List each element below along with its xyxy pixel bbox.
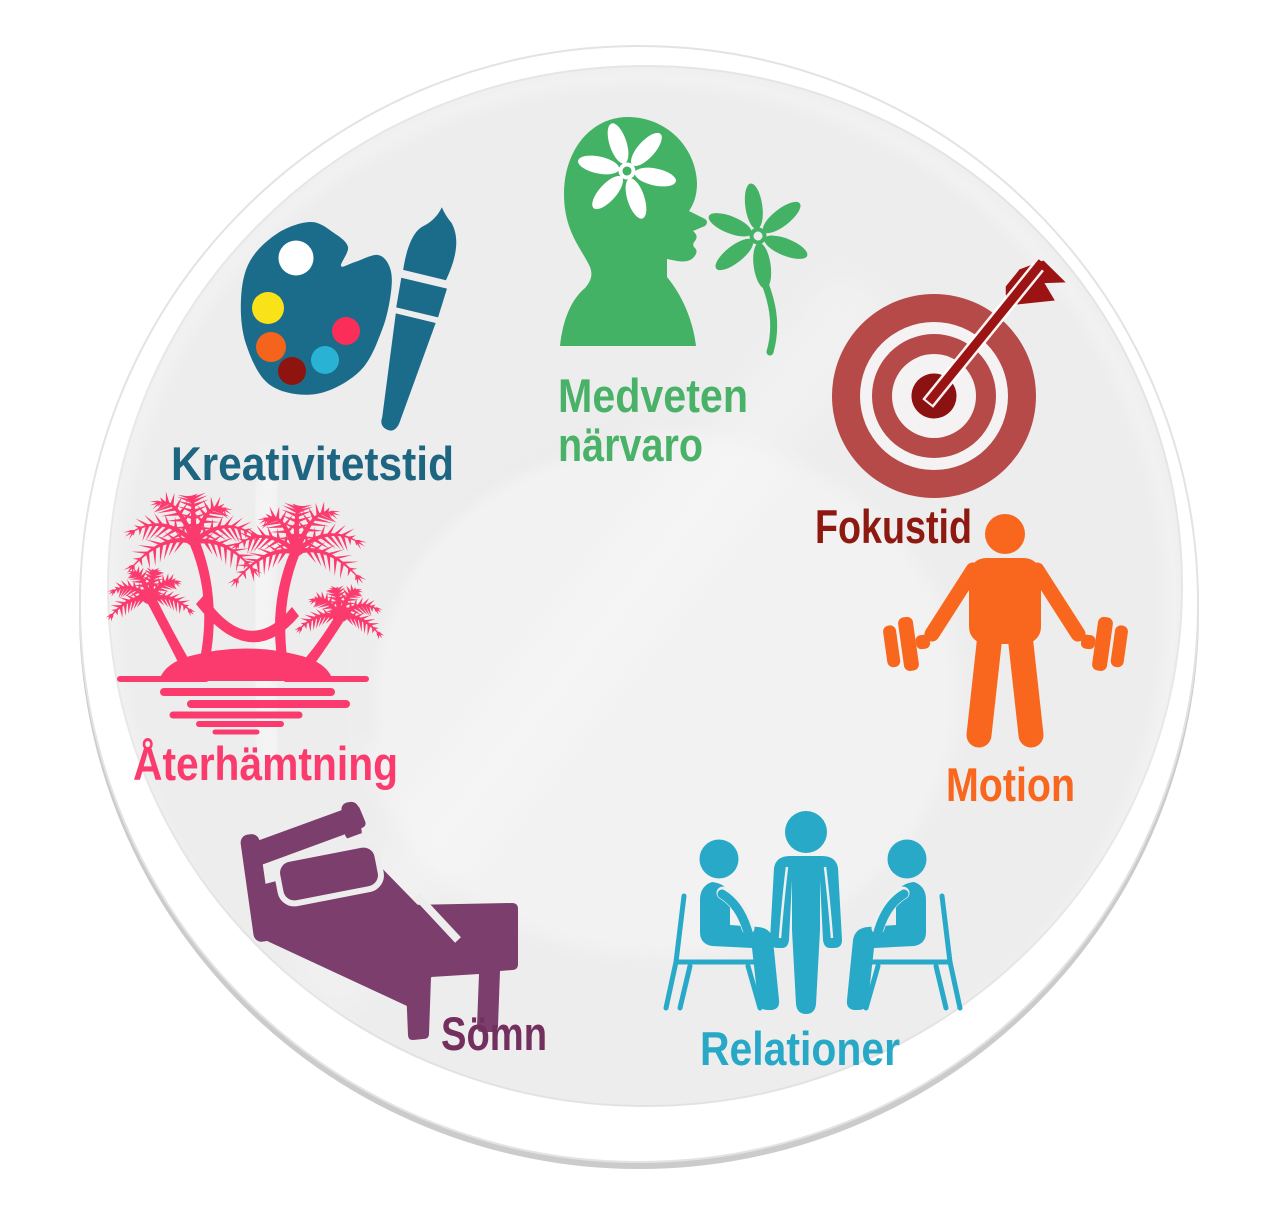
svg-text:Relationer: Relationer [700, 1022, 900, 1075]
svg-text:Kreativitetstid: Kreativitetstid [171, 437, 454, 490]
svg-text:Medveten: Medveten [558, 369, 748, 422]
svg-text:Motion: Motion [946, 758, 1075, 811]
svg-text:Sömn: Sömn [441, 1007, 547, 1060]
svg-text:närvaro: närvaro [558, 418, 703, 471]
svg-text:Återhämtning: Återhämtning [133, 737, 398, 790]
svg-text:Fokustid: Fokustid [815, 500, 972, 553]
